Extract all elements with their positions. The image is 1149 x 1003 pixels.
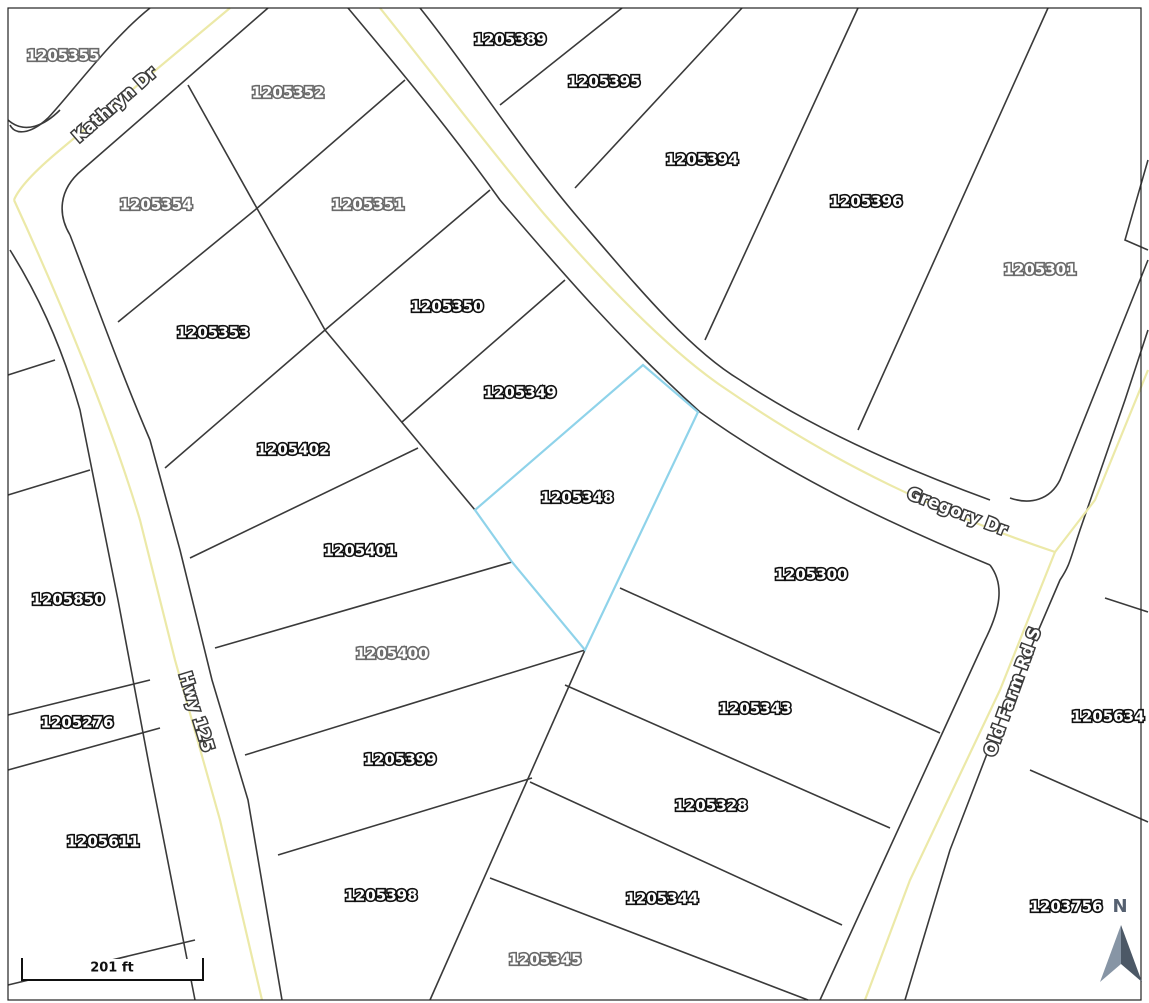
parcel-label-1205400[interactable]: 1205400 <box>354 643 430 664</box>
parcel-edge <box>489 877 809 1001</box>
parcel-label-1205344[interactable]: 1205344 <box>624 888 700 909</box>
parcel-label-1205328[interactable]: 1205328 <box>673 795 749 816</box>
hwy-125-centerline <box>13 199 264 1001</box>
parcel-edge <box>7 469 91 496</box>
north-arrow-icon-shade <box>1121 925 1142 982</box>
parcel-label-1205300[interactable]: 1205300 <box>773 564 849 585</box>
parcel-labels: 1205355 1205389 1205352 1205395 1205394 … <box>25 29 1146 970</box>
parcel-edge <box>187 84 326 331</box>
parcel-label-1205355[interactable]: 1205355 <box>25 45 101 66</box>
parcel-label-1205396[interactable]: 1205396 <box>828 191 904 212</box>
parcel-edge <box>7 727 161 771</box>
parcel-label-1205352[interactable]: 1205352 <box>250 82 326 103</box>
parcel-edge <box>401 279 566 423</box>
parcel-label-1205399[interactable]: 1205399 <box>362 749 438 770</box>
kathryn-dr-edge-lower <box>61 7 269 236</box>
parcel-edge <box>214 561 513 649</box>
parcel-edge <box>189 447 419 559</box>
parcel-edge <box>429 649 586 1001</box>
scale-bar-line <box>21 958 204 981</box>
parcel-edge <box>499 7 623 106</box>
parcel-edge <box>7 359 56 376</box>
road-label-gregory-dr: Gregory Dr <box>904 484 1010 541</box>
selected-parcel-1205348-outline[interactable] <box>473 363 700 653</box>
road-label-hwy-125: Hwy 125 <box>174 670 217 755</box>
old-farm-rd-centerline <box>863 369 1149 1001</box>
parcel-label-1205343[interactable]: 1205343 <box>717 698 793 719</box>
scale-bar-label: 201 ft <box>90 961 134 976</box>
hwy-125-edge-east <box>69 234 283 1001</box>
parcel-label-1205401[interactable]: 1205401 <box>322 540 398 561</box>
road-centerlines <box>12 7 1149 1001</box>
parcel-label-1205395[interactable]: 1205395 <box>566 71 642 92</box>
parcel-label-1205350[interactable]: 1205350 <box>409 296 485 317</box>
parcel-label-1205634[interactable]: 1205634 <box>1070 706 1146 727</box>
parcel-label-1205349[interactable]: 1205349 <box>482 382 558 403</box>
scale-bar: 201 ft <box>21 958 204 981</box>
parcel-label-1203756[interactable]: 1203756 <box>1028 896 1104 917</box>
parcel-edge <box>324 189 491 331</box>
parcel-label-1205398[interactable]: 1205398 <box>343 885 419 906</box>
parcel-edge-1205301-east <box>1009 259 1149 502</box>
old-farm-rd-edge-west <box>819 564 1000 1001</box>
parcel-edge <box>564 684 891 829</box>
gregory-dr-edge-south <box>347 7 991 566</box>
parcel-edge-1205355 <box>7 109 61 129</box>
parcel-label-1205353[interactable]: 1205353 <box>175 322 251 343</box>
old-farm-rd-edge-east <box>904 329 1149 1001</box>
parcel-label-1205394[interactable]: 1205394 <box>664 149 740 170</box>
parcel-edge <box>244 649 586 756</box>
kathryn-dr-centerline <box>12 7 231 201</box>
parcel-label-1205354[interactable]: 1205354 <box>118 194 194 215</box>
parcel-label-1205348[interactable]: 1205348 <box>539 487 615 508</box>
north-arrow-label: N <box>1112 896 1127 917</box>
parcel-edge <box>1029 769 1149 823</box>
parcel-edge <box>117 209 256 323</box>
road-edges <box>9 7 1149 1001</box>
north-arrow: N <box>1100 896 1142 982</box>
parcel-label-1205402[interactable]: 1205402 <box>255 439 331 460</box>
kathryn-dr-edge-upper <box>9 7 151 133</box>
parcel-label-1205301[interactable]: 1205301 <box>1002 259 1078 280</box>
parcel-edge <box>704 7 859 341</box>
parcel-edge <box>164 329 326 469</box>
parcel-label-1205611[interactable]: 1205611 <box>65 831 141 852</box>
parcel-label-1205389[interactable]: 1205389 <box>472 29 548 50</box>
parcel-edge <box>574 7 743 189</box>
parcel-edge <box>529 781 843 926</box>
parcel-label-1205850[interactable]: 1205850 <box>30 589 106 610</box>
gregory-dr-edge-north <box>419 7 991 501</box>
parcel-edge <box>619 587 941 734</box>
parcel-label-1205351[interactable]: 1205351 <box>330 194 406 215</box>
parcel-edge-1205301 <box>1124 159 1149 251</box>
parcel-edge <box>277 777 533 856</box>
road-label-kathryn-dr: Kathryn Dr <box>69 63 162 147</box>
gregory-dr-centerline <box>379 7 1056 554</box>
road-label-old-farm-rd-s: Old Farm Rd S <box>980 625 1045 760</box>
hwy-125-edge-west <box>9 249 196 1001</box>
parcel-label-1205345[interactable]: 1205345 <box>507 949 583 970</box>
road-labels: Kathryn Dr Gregory Dr Hwy 125 Old Farm R… <box>67 61 1047 761</box>
parcel-edge <box>857 7 1049 431</box>
parcel-lines <box>7 7 1149 1001</box>
scale-bar-background <box>22 959 204 981</box>
parcel-edge <box>324 329 476 511</box>
north-arrow-icon <box>1100 925 1121 982</box>
parcel-edge <box>7 679 151 716</box>
parcel-label-1205276[interactable]: 1205276 <box>39 712 115 733</box>
map-frame <box>7 7 1142 1001</box>
parcel-edge <box>254 79 406 211</box>
